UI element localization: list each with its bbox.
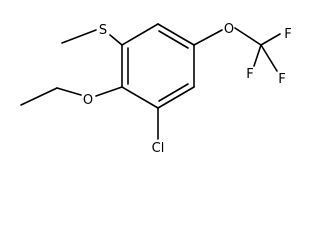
- ring-bond-c1-c2: [121, 23, 159, 46]
- ring-double-bond-c2-c3: [158, 30, 189, 49]
- bond-sulfur-methyl: [61, 29, 97, 44]
- bond-cf3-fluorine-right: [260, 44, 278, 72]
- sulfur-label: S: [99, 23, 107, 38]
- bond-ring-sulfur: [109, 34, 123, 46]
- fluorine-right-label: F: [278, 72, 285, 87]
- bond-oxygen-cf3: [234, 27, 262, 46]
- bond-ring-oxygen-ocf3: [193, 29, 223, 46]
- ring-double-bond-c4-c5: [158, 83, 189, 102]
- bond-cf3-fluorine-bottom: [253, 44, 262, 67]
- ring-bond-c4-c5: [157, 86, 195, 109]
- ring-bond-c2-c3: [157, 23, 195, 46]
- bond-ring-oxygen-ethoxy: [95, 86, 123, 97]
- bond-oxygen-ethyl-ch2: [56, 87, 82, 96]
- bond-cf3-fluorine-top: [260, 33, 281, 46]
- fluorine-top-label: F: [284, 27, 291, 42]
- fluorine-bottom-label: F: [246, 67, 253, 82]
- ring-bond-c5-c6: [121, 86, 159, 109]
- molecule-structure: S O O F F F Cl: [20, 22, 292, 156]
- ether-oxygen-label: O: [83, 93, 93, 108]
- trifluoromethoxy-oxygen-label: O: [224, 22, 234, 37]
- chlorine-label: Cl: [152, 141, 165, 156]
- bond-ethyl-ch2-ch3: [20, 87, 58, 106]
